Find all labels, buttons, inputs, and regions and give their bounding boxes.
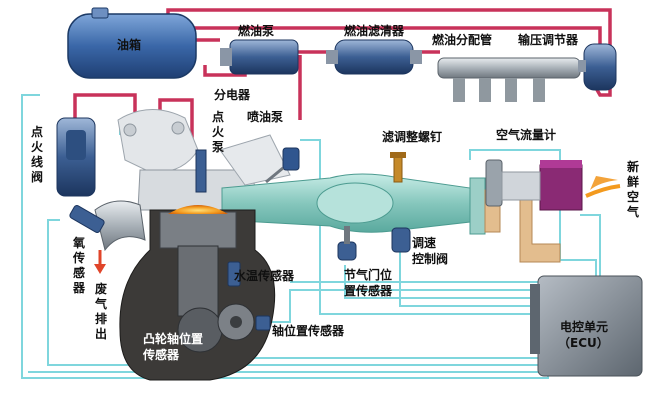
label-throttle-sensor-2: 置传感器 xyxy=(344,284,393,298)
label-coolant-sensor: 水温传感器 xyxy=(234,269,295,283)
label-fresh-air: 新鲜空气 xyxy=(626,160,639,219)
label-air-flow-meter: 空气流量计 xyxy=(496,128,557,142)
label-exhaust: 废气排出 xyxy=(94,282,107,341)
coolant-temp-sensor xyxy=(227,261,241,287)
label-fuel-rail: 燃油分配管 xyxy=(432,33,493,47)
pressure-regulator xyxy=(578,43,617,91)
cylinder-head xyxy=(137,134,291,211)
label-fuel-tank: 油箱 xyxy=(117,38,142,52)
label-idle-valve-1: 调速 xyxy=(412,236,437,250)
ecu xyxy=(530,275,643,377)
fresh-air-arrow xyxy=(585,176,621,198)
label-spark-plug: 点火泵 xyxy=(211,110,224,154)
fuel-filter xyxy=(326,39,422,75)
distributor xyxy=(117,109,199,173)
label-distributor: 分电器 xyxy=(214,88,251,102)
label-ecu-2: （ECU） xyxy=(558,336,609,350)
spark-plug xyxy=(195,149,207,193)
fuel-tank xyxy=(67,7,197,79)
label-pressure-regulator: 输压调节器 xyxy=(518,33,579,47)
fuel-injector xyxy=(265,147,300,184)
idle-adjust-screw xyxy=(390,152,406,183)
label-ignition-coil: 点火线阀 xyxy=(30,125,43,184)
fuel-pump xyxy=(220,39,299,75)
idle-control-valve xyxy=(391,227,411,253)
ignition-coil xyxy=(56,117,96,197)
label-crank-sensor: 轴位置传感器 xyxy=(272,324,345,338)
label-fuel-pump: 燃油泵 xyxy=(238,24,275,38)
exhaust-pipe xyxy=(69,200,146,274)
throttle-position-sensor xyxy=(337,226,357,261)
label-ecu-1: 电控单元 xyxy=(560,320,609,334)
label-injector: 喷油泵 xyxy=(247,110,284,124)
label-idle-screw: 滤调整螺钉 xyxy=(382,130,443,144)
label-oxygen-sensor: 氧传感器 xyxy=(72,236,85,295)
intake-manifold xyxy=(221,173,561,263)
label-throttle-sensor-1: 节气门位 xyxy=(344,268,393,282)
air-flow-meter xyxy=(485,159,583,211)
crank-sensor xyxy=(255,315,271,331)
label-fuel-filter: 燃油滤清器 xyxy=(344,24,405,38)
label-idle-valve-2: 控制阀 xyxy=(412,252,449,266)
label-cam-sensor-2: 传感器 xyxy=(143,348,180,362)
fuel-rail xyxy=(437,57,581,102)
label-cam-sensor-1: 凸轮轴位置 xyxy=(143,332,204,346)
engine-block xyxy=(119,205,276,381)
